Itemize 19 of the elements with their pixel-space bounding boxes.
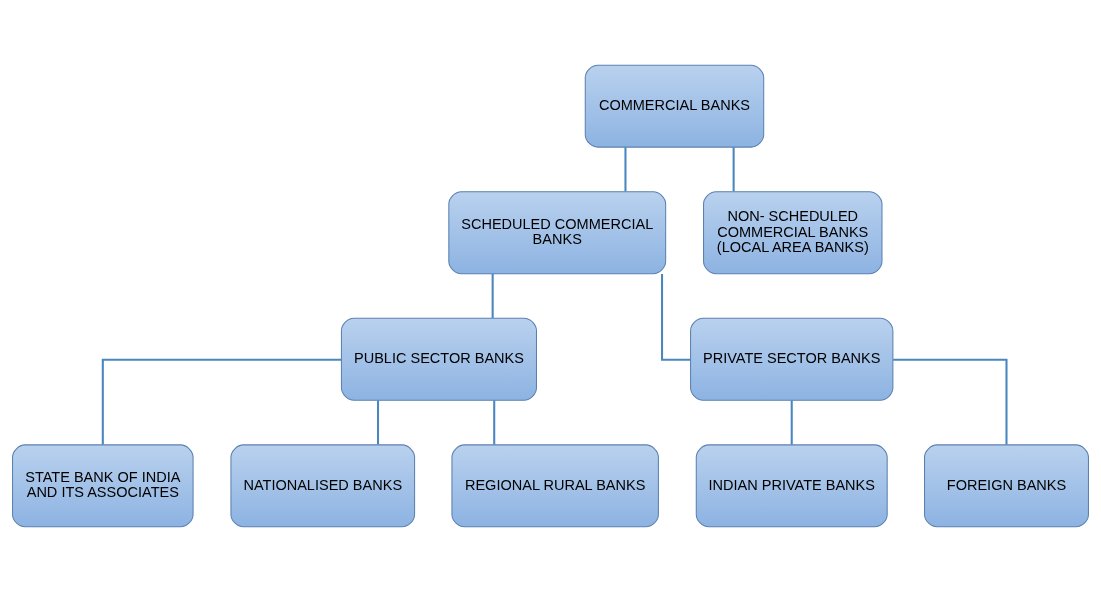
node-box: NATIONALISED BANKS xyxy=(230,444,416,528)
node-box: COMMERCIAL BANKS xyxy=(584,64,765,148)
node-box: SCHEDULED COMMERCIAL BANKS xyxy=(448,191,667,275)
node-box: FOREIGN BANKS xyxy=(924,444,1089,528)
node-box: REGIONAL RURAL BANKS xyxy=(451,444,659,528)
connector xyxy=(101,358,342,445)
connector xyxy=(661,273,691,361)
connector xyxy=(376,400,380,445)
connector xyxy=(493,400,496,445)
connector xyxy=(732,147,735,192)
node-box: STATE BANK OF INDIA AND ITS ASSOCIATES xyxy=(12,444,194,528)
node-box: NON- SCHEDULED COMMERCIAL BANKS (LOCAL AREA BANKS) xyxy=(703,191,883,275)
connector xyxy=(624,147,627,192)
node-box: INDIAN PRIVATE BANKS xyxy=(695,444,888,528)
connector xyxy=(491,273,494,318)
connector xyxy=(790,400,793,445)
connector xyxy=(893,358,1008,445)
node-box: PUBLIC SECTOR BANKS xyxy=(340,317,537,401)
node-box: PRIVATE SECTOR BANKS xyxy=(690,317,894,401)
